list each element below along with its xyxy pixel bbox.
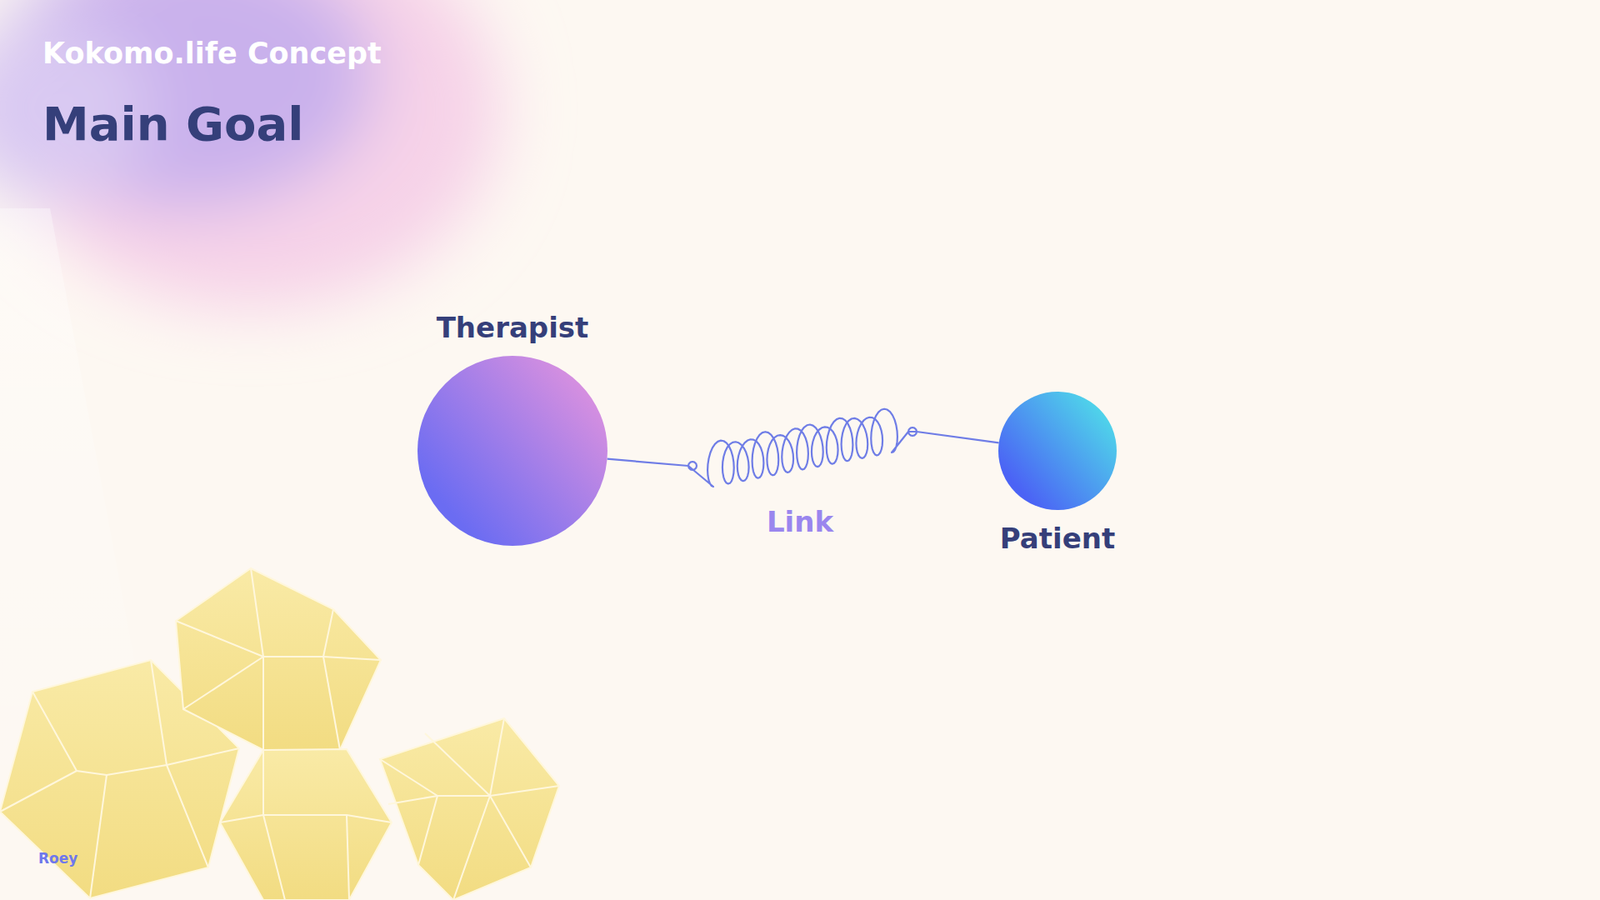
author-label: Roey — [38, 850, 78, 867]
circle-shape — [998, 391, 1117, 510]
crystal-cluster — [0, 568, 560, 900]
therapist-circle: Therapist — [417, 355, 608, 546]
page-title: Main Goal — [42, 96, 305, 151]
circle-shape — [417, 355, 608, 546]
node-label: Therapist — [436, 310, 590, 345]
coil-link — [607, 409, 1000, 487]
color-blob — [0, 0, 500, 309]
header-label: Kokomo.life Concept — [42, 36, 382, 70]
link-label: Link — [763, 505, 837, 539]
node-label: Patient — [1000, 521, 1115, 555]
patient-circle: Patient — [998, 391, 1117, 510]
